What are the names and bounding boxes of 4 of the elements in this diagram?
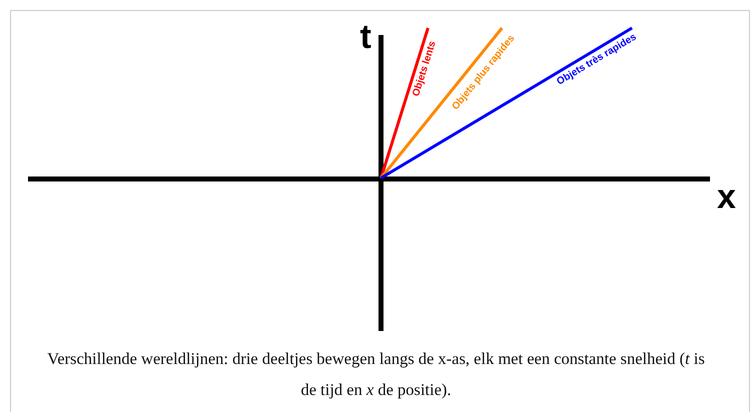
axis-label: x xyxy=(717,180,736,214)
line-label: Objets lents xyxy=(412,40,438,98)
caption: Verschillende wereldlijnen: drie deeltjes bewegen langs de x-as, elk met een constante snelheid (t is de tijd en x de positie). xyxy=(46,348,706,401)
axis-label: t xyxy=(360,20,372,54)
